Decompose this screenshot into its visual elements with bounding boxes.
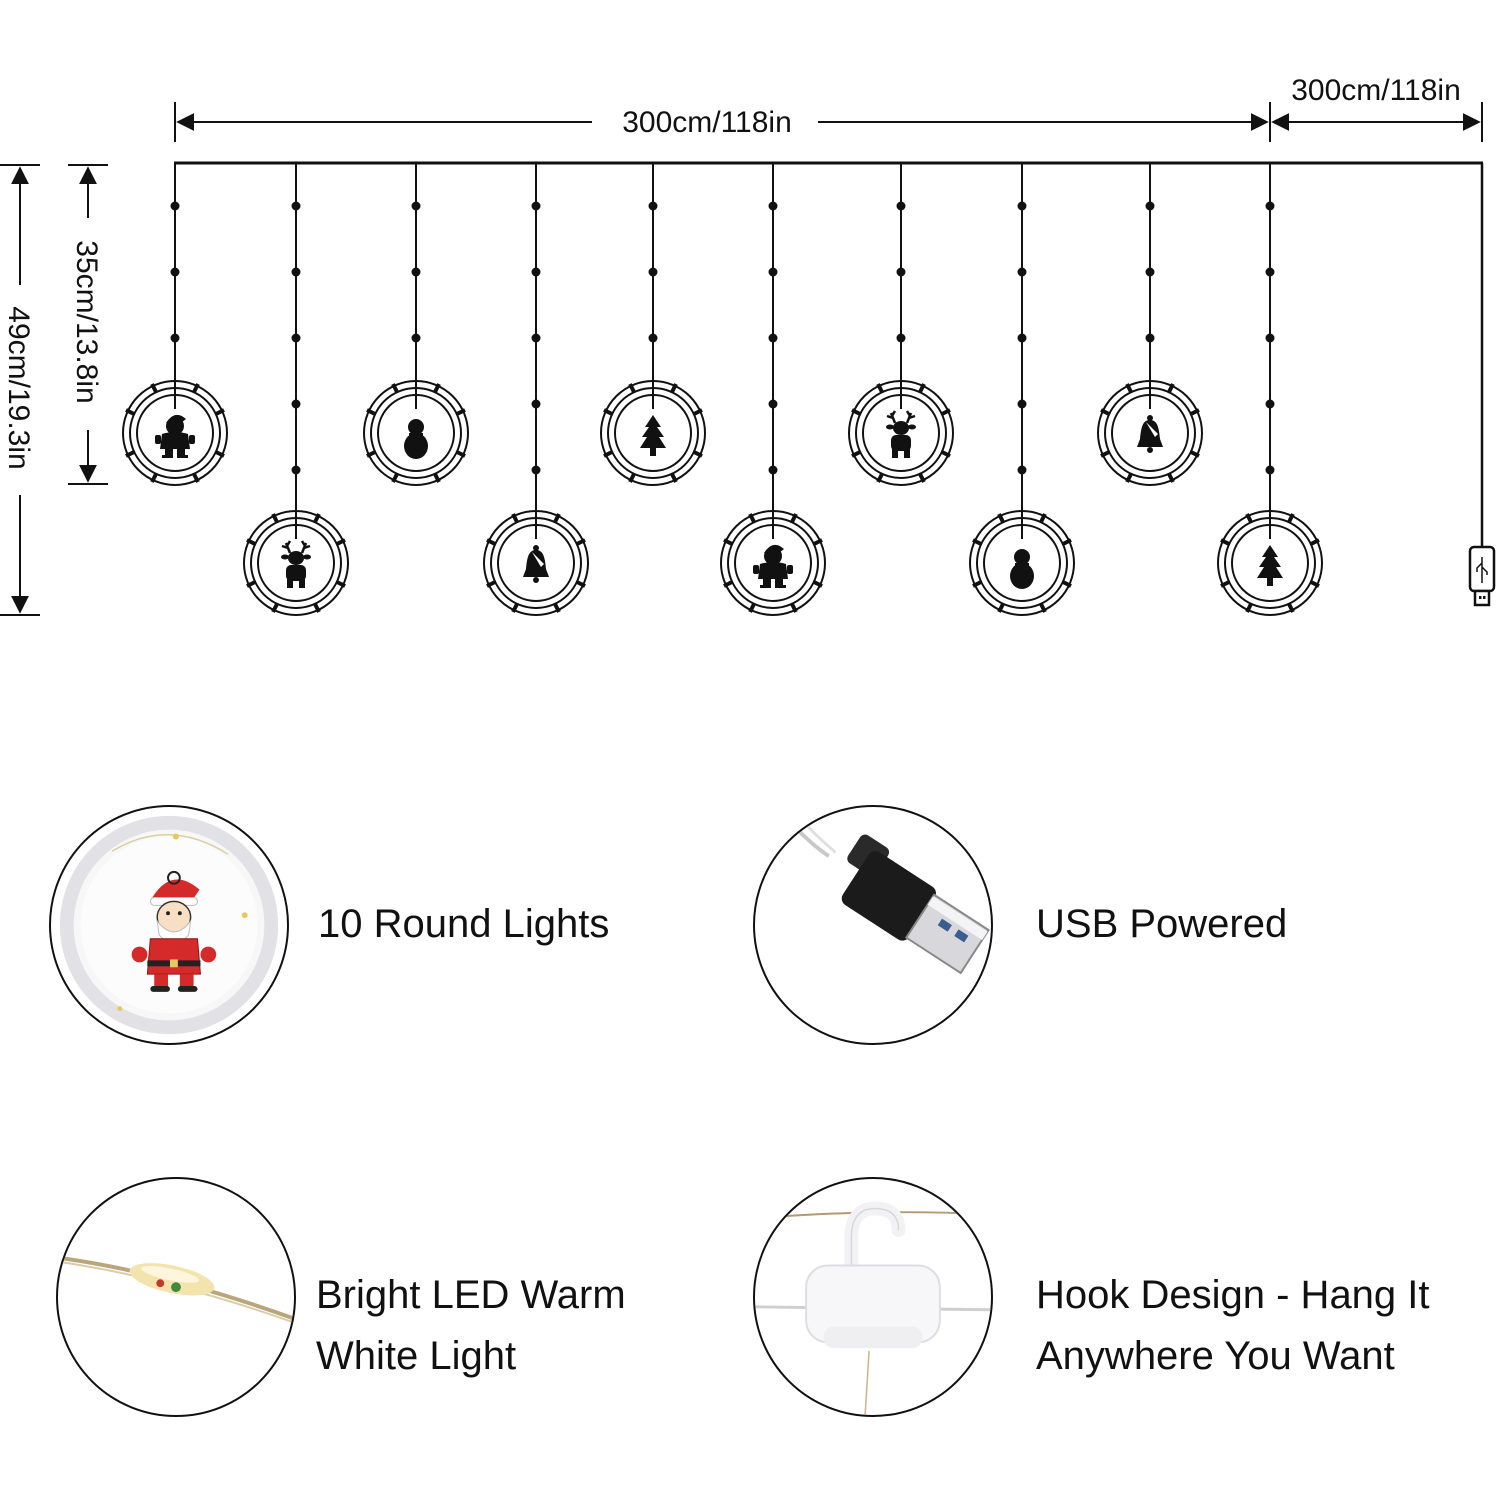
led-bead bbox=[1265, 201, 1275, 211]
feature-label-usb-powered: USB Powered bbox=[1036, 902, 1288, 946]
usb-plug-icon bbox=[1468, 545, 1496, 607]
width-dimension-lead: 300cm/118in bbox=[1271, 74, 1483, 142]
led-wire-photo bbox=[56, 1177, 296, 1417]
led-bead bbox=[768, 399, 778, 409]
strand-4 bbox=[482, 163, 590, 617]
led-bead bbox=[896, 267, 906, 277]
strand-6 bbox=[719, 163, 827, 617]
strand-3 bbox=[362, 163, 470, 487]
usb-plug-photo bbox=[753, 805, 993, 1045]
led-bead bbox=[531, 399, 541, 409]
strand-1 bbox=[121, 163, 229, 487]
led-bead bbox=[531, 201, 541, 211]
led-bead bbox=[291, 201, 301, 211]
led-bead bbox=[170, 267, 180, 277]
led-bead bbox=[896, 201, 906, 211]
feature-label-round-lights: 10 Round Lights bbox=[318, 902, 610, 946]
led-bead bbox=[531, 333, 541, 343]
light-strands bbox=[121, 163, 1324, 617]
led-bead bbox=[291, 465, 301, 475]
hook-photo bbox=[753, 1177, 993, 1417]
led-bead bbox=[411, 333, 421, 343]
drop-total-label: 49cm/19.3in bbox=[2, 306, 35, 469]
led-bead bbox=[1017, 399, 1027, 409]
led-bead bbox=[768, 333, 778, 343]
drop-short-label: 35cm/13.8in bbox=[70, 240, 103, 403]
width-lead-label: 300cm/118in bbox=[1291, 74, 1461, 107]
led-bead bbox=[1017, 333, 1027, 343]
led-bead bbox=[648, 201, 658, 211]
led-bead bbox=[170, 333, 180, 343]
led-bead bbox=[411, 201, 421, 211]
led-bead bbox=[1145, 201, 1155, 211]
led-bead bbox=[1017, 465, 1027, 475]
strand-5 bbox=[599, 163, 707, 487]
led-bead bbox=[648, 267, 658, 277]
drop-dimension-short: 35cm/13.8in bbox=[68, 164, 108, 485]
width-dimension-main: 300cm/118in bbox=[174, 102, 1271, 142]
feature-label-hook-design: Hook Design - Hang It Anywhere You Want bbox=[1036, 1273, 1430, 1378]
santa-ornament-photo bbox=[49, 805, 289, 1045]
strand-7 bbox=[847, 163, 955, 487]
led-bead bbox=[1265, 399, 1275, 409]
led-bead bbox=[1145, 333, 1155, 343]
led-bead bbox=[648, 333, 658, 343]
dimension-diagram: 300cm/118in 300cm/118in 35cm/13.8in 49cm… bbox=[0, 74, 1496, 617]
width-main-label: 300cm/118in bbox=[622, 106, 792, 139]
strand-9 bbox=[1096, 163, 1204, 487]
led-bead bbox=[291, 267, 301, 277]
led-bead bbox=[768, 267, 778, 277]
strand-10 bbox=[1216, 163, 1324, 617]
strand-2 bbox=[242, 163, 350, 617]
drop-dimension-total: 49cm/19.3in bbox=[0, 164, 40, 616]
led-bead bbox=[768, 465, 778, 475]
led-bead bbox=[1017, 201, 1027, 211]
led-bead bbox=[1017, 267, 1027, 277]
led-bead bbox=[1265, 333, 1275, 343]
led-bead bbox=[411, 267, 421, 277]
led-bead bbox=[896, 333, 906, 343]
led-bead bbox=[170, 201, 180, 211]
led-bead bbox=[291, 399, 301, 409]
led-bead bbox=[291, 333, 301, 343]
feature-label-led-light: Bright LED Warm White Light bbox=[316, 1273, 626, 1378]
led-bead bbox=[531, 465, 541, 475]
led-bead bbox=[1145, 267, 1155, 277]
led-bead bbox=[1265, 465, 1275, 475]
led-bead bbox=[1265, 267, 1275, 277]
led-bead bbox=[531, 267, 541, 277]
strand-8 bbox=[968, 163, 1076, 617]
led-bead bbox=[768, 201, 778, 211]
